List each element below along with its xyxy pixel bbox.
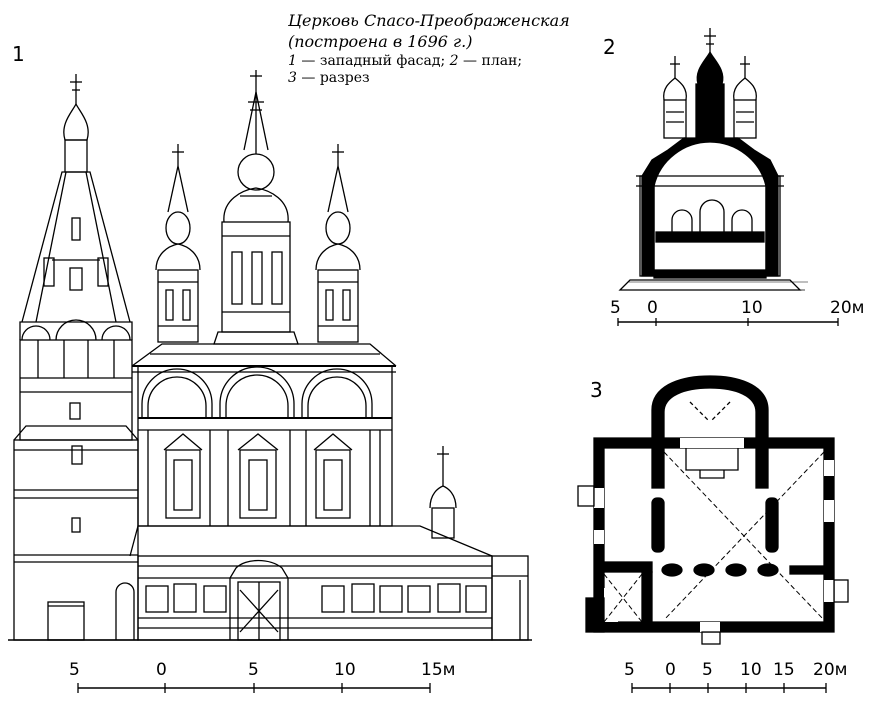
section-scale-label-2: 0 (647, 298, 658, 318)
central-dome (213, 70, 299, 345)
plan-scale-label-5: 15 (773, 660, 795, 680)
plan-scale-label-4: 10 (740, 660, 762, 680)
legend-2-num: 2 (449, 53, 459, 69)
figure-number-section: 2 (603, 35, 616, 59)
plan-scale-label-6: 20м (813, 660, 848, 680)
legend-3-text: — разрез (301, 70, 370, 86)
facade-scale-label-5: 15м (421, 660, 456, 680)
right-side-dome (315, 144, 361, 343)
figure-caption: Церковь Спасо-Преображенская (построена … (288, 10, 588, 87)
figure-number-plan: 3 (590, 378, 603, 402)
plan-scale-label-1: 5 (624, 660, 635, 680)
caption-legend: 1 — западный фасад; 2 — план; 3 — разрез (288, 53, 588, 87)
facade-scale-label-1: 5 (69, 660, 80, 680)
left-side-dome (155, 144, 201, 343)
plan-drawing (577, 375, 849, 693)
main-church (131, 343, 397, 527)
plan-scale-bar (631, 683, 827, 693)
bell-tower (13, 74, 139, 641)
plan-scale-label-2: 0 (665, 660, 676, 680)
facade-scale-label-3: 5 (248, 660, 259, 680)
section-drawing (617, 28, 839, 326)
facade-scale-bar (77, 683, 431, 693)
figure-number-facade: 1 (12, 42, 25, 66)
facade-scale-label-4: 10 (334, 660, 356, 680)
refectory-gallery (129, 446, 529, 641)
facade-scale-label-2: 0 (156, 660, 167, 680)
section-scale-label-4: 20м (830, 298, 865, 318)
section-scale-bar (617, 318, 839, 326)
section-scale-label-1: 5 (610, 298, 621, 318)
caption-title: Церковь Спасо-Преображенская (построена … (288, 11, 570, 51)
section-scale-label-3: 10 (741, 298, 763, 318)
west-facade (8, 70, 532, 693)
legend-2-text: — план; (463, 53, 523, 69)
legend-1-num: 1 (288, 53, 297, 69)
legend-1-text: — западный фасад; (301, 53, 446, 69)
legend-3-num: 3 (288, 70, 297, 86)
plan-scale-label-3: 5 (702, 660, 713, 680)
